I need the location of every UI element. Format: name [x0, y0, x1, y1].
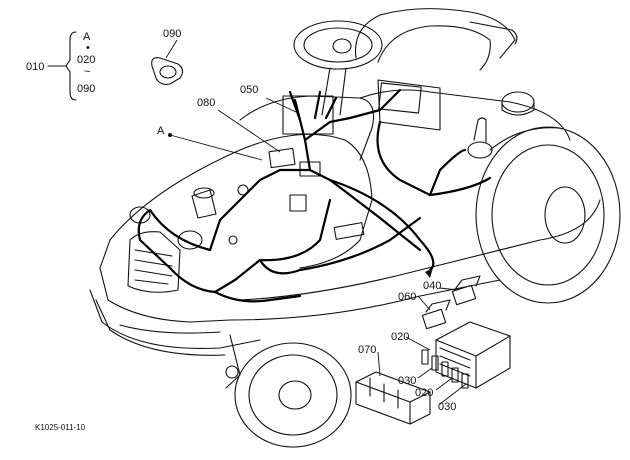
callout-020-a: 020: [391, 331, 410, 343]
callout-070: 070: [358, 344, 377, 356]
rear-wheel-right: [475, 126, 621, 304]
hood: [109, 133, 373, 269]
grille: [127, 231, 181, 293]
part-030-fuses: [421, 349, 469, 389]
part-040-relay: [451, 275, 481, 306]
callout-080: 080: [197, 97, 216, 109]
callout-050: 050: [240, 84, 259, 96]
part-070-fuse-holder: [355, 371, 431, 425]
battery: [191, 189, 217, 219]
front-wheel: [234, 342, 352, 448]
label-range-tilde: ~: [84, 66, 91, 78]
label-range-top: A: [83, 31, 91, 43]
dash: [239, 95, 375, 161]
callout-030-b: 030: [438, 401, 457, 413]
part-060-relay: [421, 299, 451, 330]
callout-040: 040: [423, 280, 442, 292]
callout-020-b: 020: [415, 387, 434, 399]
part-020-fuse-box: [435, 321, 511, 389]
callout-A: A: [157, 125, 165, 137]
seat: [354, 8, 518, 71]
label-range-dot: •: [86, 42, 90, 54]
fender-panel: [377, 79, 441, 131]
callout-060: 060: [398, 291, 417, 303]
leader-lines: [165, 39, 467, 405]
label-010: 010: [26, 61, 45, 73]
steering-wheel: [293, 20, 383, 116]
figure-code: K1025-011-10: [35, 423, 86, 432]
bumper: [89, 289, 261, 349]
label-range-mid: 020: [77, 54, 96, 66]
range-bracket: [65, 31, 77, 101]
label-range-bottom: 090: [77, 83, 96, 95]
wire-harness: [137, 88, 492, 303]
callout-030-a: 030: [398, 375, 417, 387]
callout-090: 090: [163, 28, 182, 40]
part-090-clip: [151, 57, 184, 85]
